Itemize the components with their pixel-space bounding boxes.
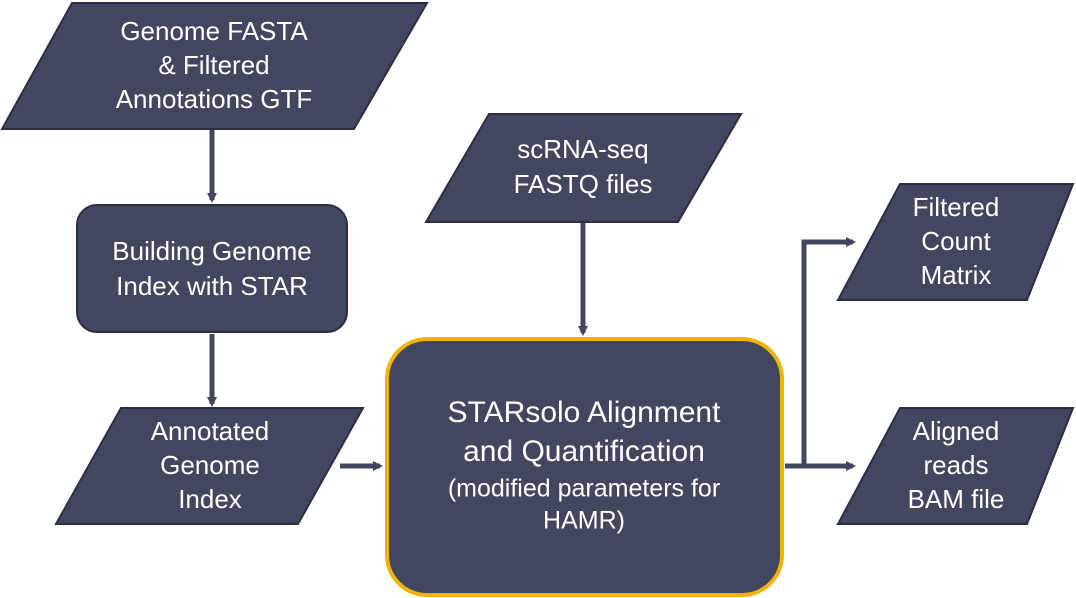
genome-fasta-line-1: Genome FASTA xyxy=(120,16,308,46)
scrna-fastq-line-1: scRNA-seq xyxy=(517,134,648,164)
building-index-line-1: Building Genome xyxy=(112,236,311,266)
node-annotated-index: Annotated Genome Index xyxy=(54,407,365,525)
building-index-line-2: Index with STAR xyxy=(116,271,308,301)
genome-fasta-line-3: Annotations GTF xyxy=(116,84,313,114)
filtered-matrix-line-1: Filtered xyxy=(913,192,1000,222)
filtered-matrix-line-2: Count xyxy=(921,226,991,256)
arrow-starsolo-to-filtered-matrix xyxy=(785,237,856,469)
starsolo-line-1: STARsolo Alignment xyxy=(448,396,722,429)
annotated-index-line-2: Genome xyxy=(160,450,260,480)
starsolo-line-2: and Quantification xyxy=(463,435,705,468)
node-scrna-fastq: scRNA-seq FASTQ files xyxy=(424,113,743,223)
filtered-matrix-line-3: Matrix xyxy=(921,260,992,290)
node-genome-fasta: Genome FASTA & Filtered Annotations GTF xyxy=(0,1,429,130)
node-filtered-matrix: Filtered Count Matrix xyxy=(836,183,1075,301)
aligned-bam-line-1: Aligned xyxy=(913,416,1000,446)
annotated-index-shape xyxy=(54,407,365,525)
aligned-bam-line-2: reads xyxy=(923,450,988,480)
aligned-bam-shape xyxy=(836,407,1075,525)
starsolo-shape xyxy=(385,337,784,597)
genome-fasta-line-2: & Filtered xyxy=(158,50,269,80)
scrna-fastq-shape xyxy=(424,113,743,223)
building-index-shape xyxy=(76,204,348,333)
filtered-matrix-shape xyxy=(836,183,1075,301)
edges xyxy=(207,130,856,471)
scrna-fastq-line-2: FASTQ files xyxy=(514,169,653,199)
genome-fasta-shape xyxy=(0,1,429,130)
starsolo-line-3: (modified parameters for xyxy=(448,475,720,503)
aligned-bam-line-3: BAM file xyxy=(908,484,1005,514)
annotated-index-line-1: Annotated xyxy=(151,416,270,446)
annotated-index-line-3: Index xyxy=(178,484,242,514)
node-starsolo: STARsolo Alignment and Quantification (m… xyxy=(385,337,784,597)
node-building-index: Building Genome Index with STAR xyxy=(76,204,348,333)
starsolo-line-4: HAMR) xyxy=(543,507,625,535)
node-aligned-bam: Aligned reads BAM file xyxy=(836,407,1075,525)
